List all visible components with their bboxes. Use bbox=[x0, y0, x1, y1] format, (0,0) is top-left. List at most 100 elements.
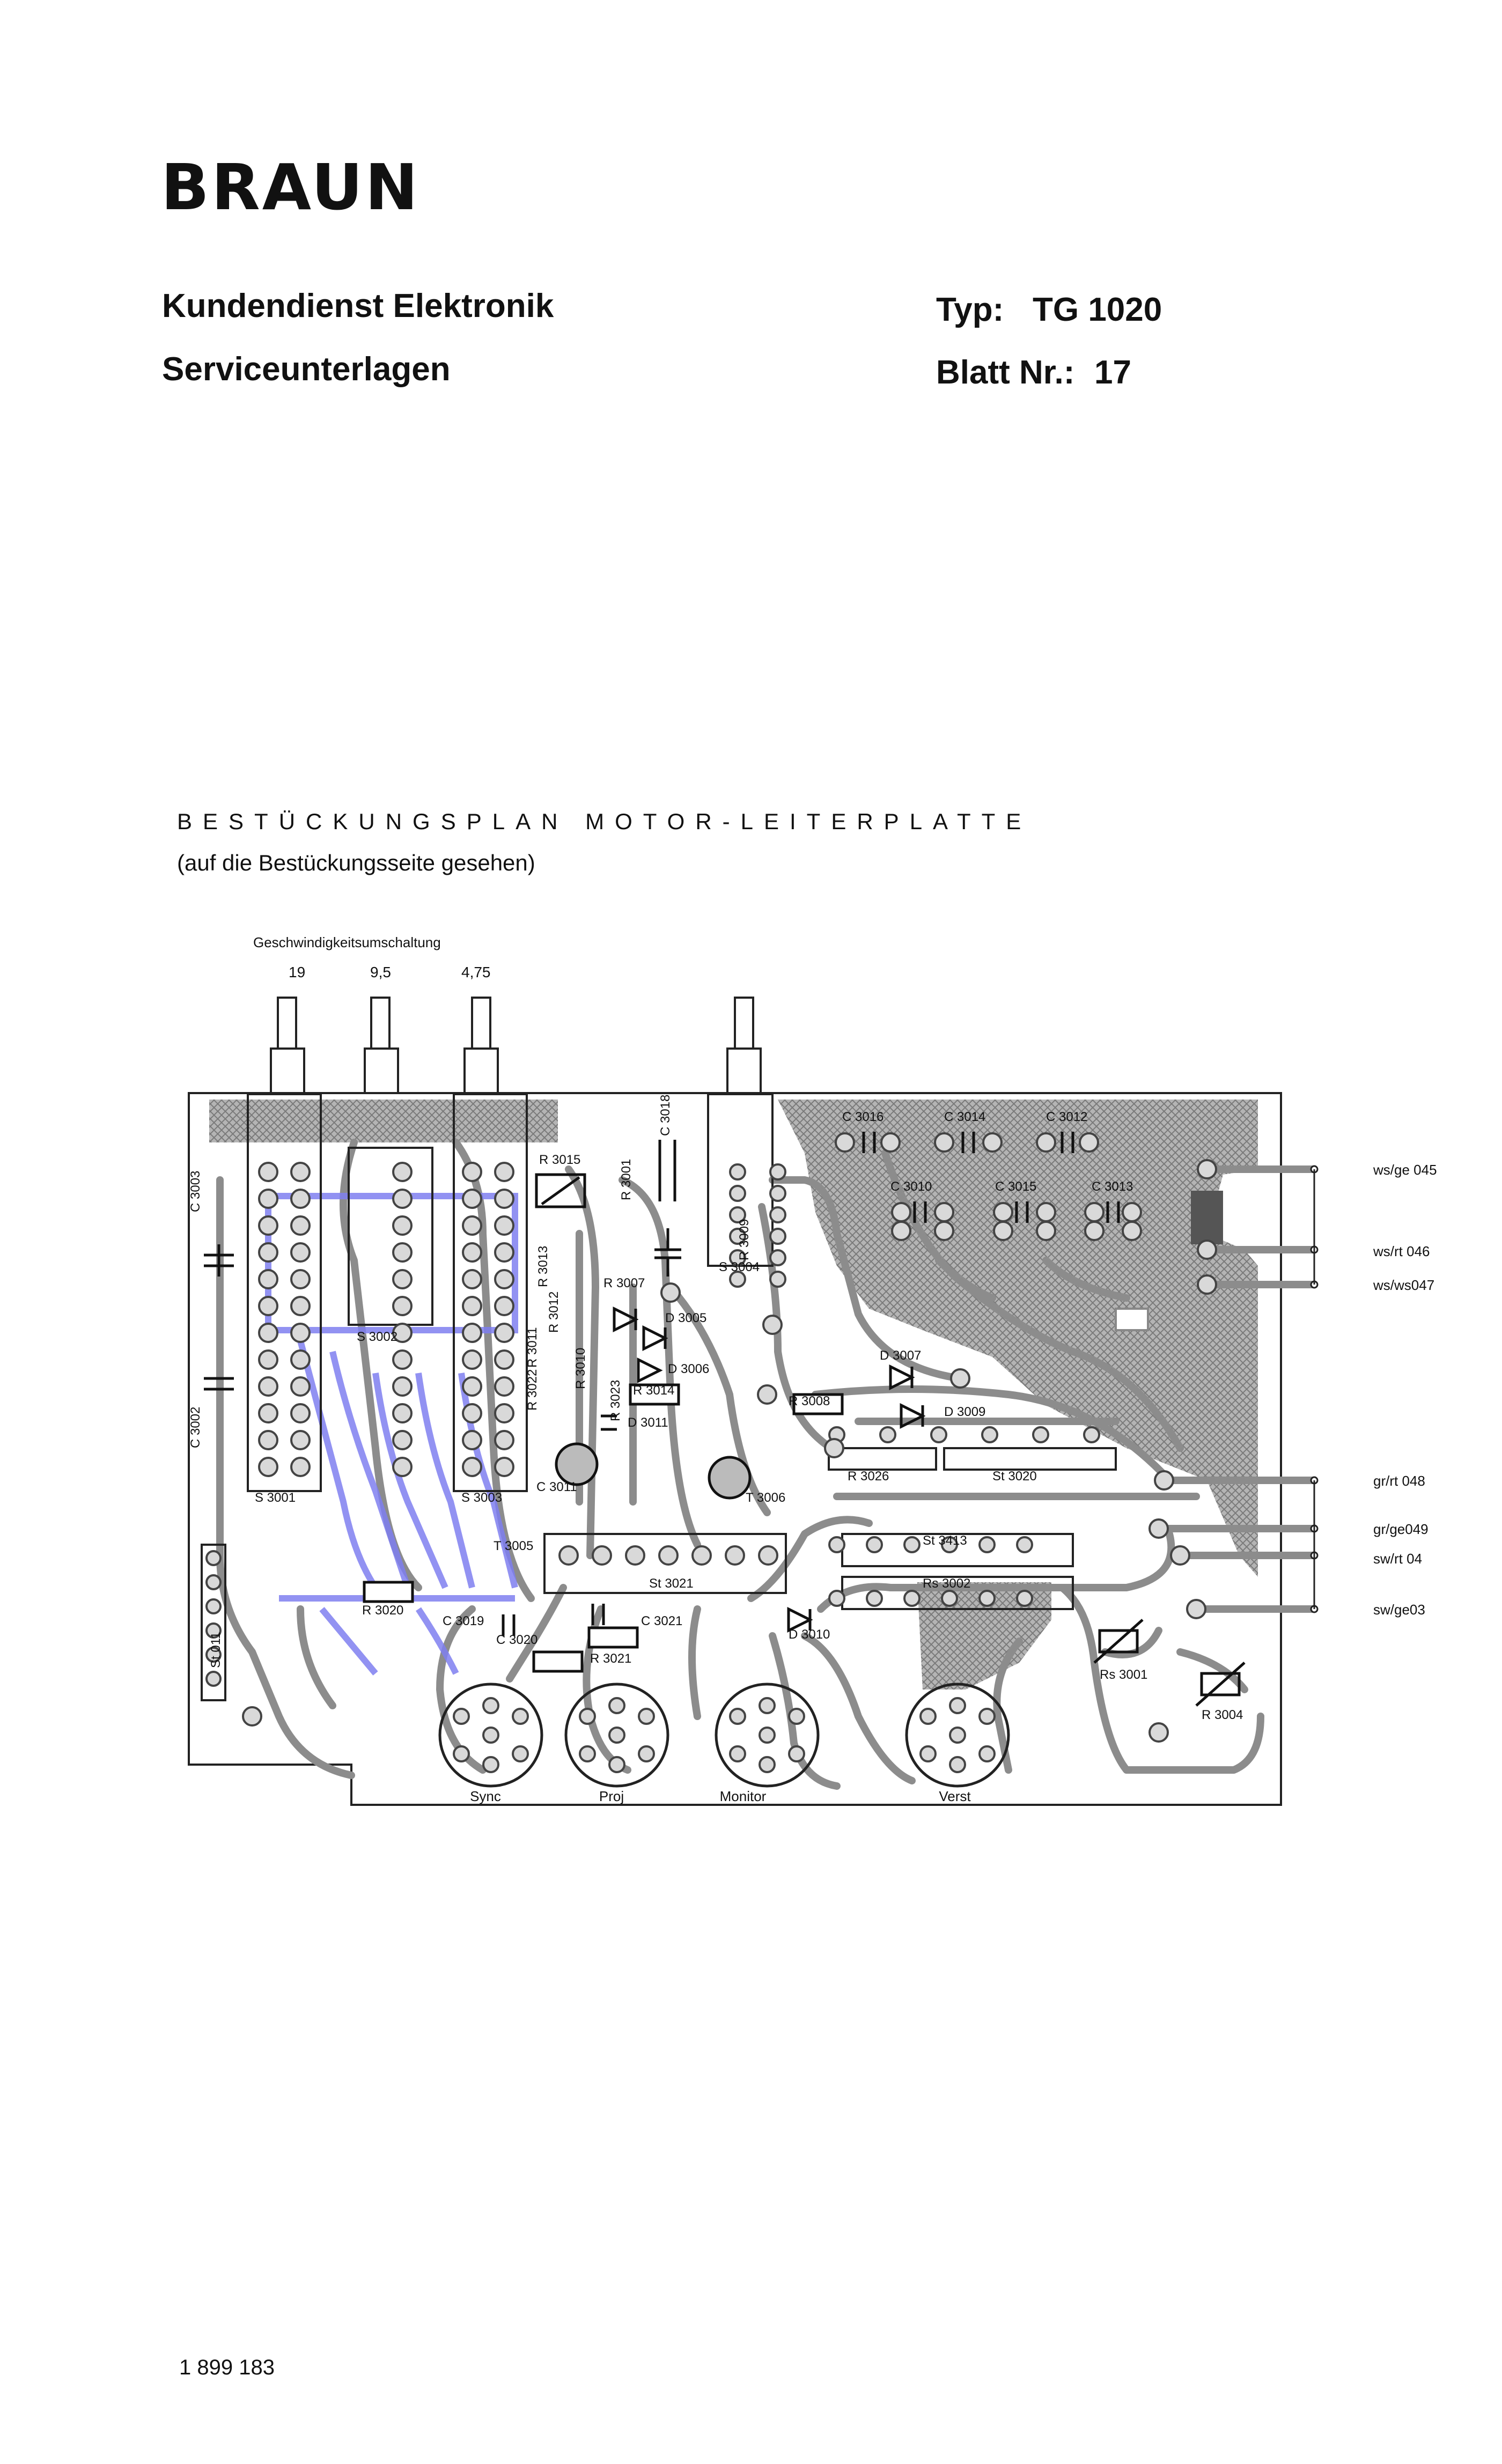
pad bbox=[258, 1215, 278, 1236]
pad bbox=[1036, 1221, 1056, 1241]
pad bbox=[950, 1368, 970, 1389]
component-label: C 3011 bbox=[536, 1480, 577, 1494]
component-label: C 3014 bbox=[944, 1110, 985, 1124]
connector-sync: Sync bbox=[470, 1788, 501, 1804]
component-label: C 3021 bbox=[641, 1614, 682, 1628]
component-label: D 3009 bbox=[944, 1405, 985, 1419]
pad bbox=[788, 1745, 805, 1762]
pad bbox=[891, 1202, 911, 1222]
diagram-title: BESTÜCKUNGSPLAN MOTOR-LEITERPLATTE bbox=[177, 809, 1032, 834]
wire-label-1: ws/ge 045 bbox=[1373, 1162, 1437, 1178]
pad bbox=[759, 1756, 776, 1773]
pad bbox=[691, 1545, 712, 1566]
pad bbox=[453, 1745, 470, 1762]
component-label: D 3005 bbox=[665, 1311, 706, 1325]
pad bbox=[258, 1162, 278, 1182]
pad bbox=[242, 1706, 262, 1727]
pad bbox=[1148, 1518, 1169, 1539]
pad bbox=[625, 1545, 645, 1566]
pad bbox=[758, 1545, 778, 1566]
pad bbox=[949, 1697, 966, 1714]
component-label: Rs 3001 bbox=[1100, 1668, 1147, 1682]
pad bbox=[392, 1242, 413, 1263]
pad bbox=[462, 1162, 482, 1182]
pad bbox=[258, 1457, 278, 1477]
pad bbox=[453, 1708, 470, 1725]
document-number: 1 899 183 bbox=[179, 2356, 275, 2379]
diagram-subtitle: (auf die Bestückungsseite gesehen) bbox=[177, 850, 535, 875]
component-label: D 3011 bbox=[628, 1415, 668, 1430]
component-label: R 3013 bbox=[536, 1246, 550, 1287]
component-label: D 3006 bbox=[668, 1362, 709, 1376]
component-label: C 3020 bbox=[496, 1633, 538, 1647]
pad bbox=[978, 1708, 996, 1725]
pad bbox=[981, 1426, 998, 1443]
pad bbox=[769, 1228, 786, 1245]
component-label: R 3021 bbox=[590, 1651, 631, 1666]
pad bbox=[941, 1590, 958, 1607]
department-label: Kundendienst Elektronik bbox=[162, 287, 554, 324]
pad bbox=[1186, 1599, 1206, 1619]
pad bbox=[930, 1426, 947, 1443]
speed-9-5: 9,5 bbox=[370, 964, 391, 980]
pad bbox=[205, 1647, 222, 1663]
pad bbox=[769, 1271, 786, 1288]
pad bbox=[392, 1215, 413, 1236]
wire-label-4: gr/rt 048 bbox=[1373, 1473, 1425, 1489]
pad bbox=[462, 1242, 482, 1263]
component-label: St 011 bbox=[209, 1632, 223, 1668]
pad bbox=[462, 1376, 482, 1397]
blatt-value: 17 bbox=[1094, 354, 1131, 391]
component-label: S 3003 bbox=[461, 1491, 502, 1505]
blatt-label: Blatt Nr.: bbox=[936, 354, 1075, 391]
pad bbox=[258, 1296, 278, 1316]
pad bbox=[769, 1206, 786, 1223]
pad bbox=[290, 1323, 311, 1343]
component-label: R 3009 bbox=[737, 1219, 752, 1260]
pad bbox=[392, 1376, 413, 1397]
pad bbox=[494, 1457, 514, 1477]
pad bbox=[934, 1132, 954, 1153]
pad bbox=[1197, 1240, 1217, 1260]
pad bbox=[729, 1271, 746, 1288]
pad bbox=[757, 1384, 777, 1405]
pad bbox=[494, 1162, 514, 1182]
pad bbox=[1170, 1545, 1190, 1566]
pad bbox=[608, 1697, 625, 1714]
component-label: R 3026 bbox=[848, 1469, 889, 1484]
pad bbox=[729, 1249, 746, 1266]
pad bbox=[934, 1202, 954, 1222]
pad bbox=[512, 1745, 529, 1762]
wire-label-3: ws/ws047 bbox=[1373, 1277, 1434, 1293]
pad bbox=[579, 1745, 596, 1762]
pad bbox=[891, 1221, 911, 1241]
component-label: C 3013 bbox=[1092, 1179, 1133, 1194]
wire-label-2: ws/rt 046 bbox=[1373, 1243, 1430, 1259]
pad bbox=[993, 1221, 1013, 1241]
pad bbox=[462, 1215, 482, 1236]
pad bbox=[824, 1438, 844, 1458]
wire-label-6: sw/rt 04 bbox=[1373, 1551, 1422, 1567]
pad bbox=[934, 1221, 954, 1241]
pad bbox=[993, 1202, 1013, 1222]
component-label: D 3007 bbox=[880, 1348, 921, 1363]
component-label: C 3010 bbox=[890, 1179, 932, 1194]
pad bbox=[828, 1536, 845, 1553]
pad bbox=[494, 1269, 514, 1289]
pad bbox=[608, 1756, 625, 1773]
component-label: R 3010 bbox=[573, 1348, 588, 1389]
braun-logo: BRAUN bbox=[161, 150, 421, 224]
component-label: R 3011 bbox=[525, 1327, 540, 1368]
pad bbox=[462, 1296, 482, 1316]
pad bbox=[879, 1426, 896, 1443]
pad bbox=[729, 1228, 746, 1245]
pad bbox=[638, 1745, 655, 1762]
pad bbox=[1148, 1722, 1169, 1743]
connector-verst: Verst bbox=[939, 1788, 971, 1804]
pad bbox=[392, 1323, 413, 1343]
pad bbox=[462, 1269, 482, 1289]
pad bbox=[462, 1457, 482, 1477]
component-label: D 3010 bbox=[789, 1627, 830, 1642]
pad bbox=[290, 1403, 311, 1423]
